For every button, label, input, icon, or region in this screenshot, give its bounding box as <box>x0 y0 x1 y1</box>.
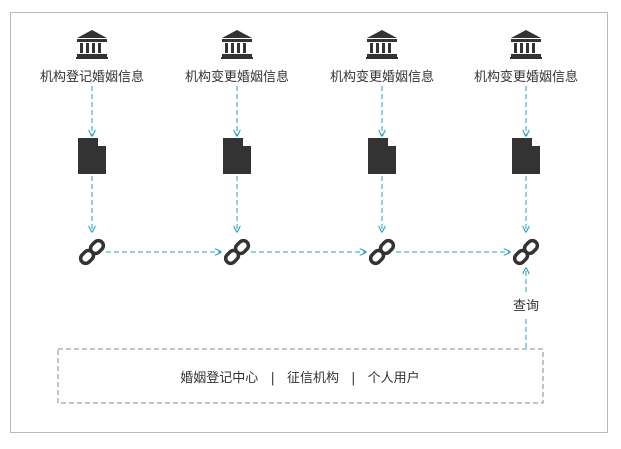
document-icon <box>78 138 106 174</box>
document-icon <box>512 138 540 174</box>
party-individual-user: 个人用户 <box>368 370 420 386</box>
bank-icon <box>221 30 253 59</box>
chain-link-icon <box>223 238 251 266</box>
bank-icon <box>76 30 108 59</box>
diagram-frame <box>10 12 608 433</box>
chain-link-icon <box>512 238 540 266</box>
institution-column-3: 机构变更婚姻信息 <box>330 30 434 266</box>
institution-label: 机构变更婚姻信息 <box>185 69 289 85</box>
institution-column-4: 机构变更婚姻信息 <box>474 30 578 266</box>
document-icon <box>223 138 251 174</box>
document-icon <box>368 138 396 174</box>
chain-link-icon <box>78 238 106 266</box>
institution-column-1: 机构登记婚姻信息 <box>40 30 144 266</box>
chain-link-icon <box>368 238 396 266</box>
institution-label: 机构变更婚姻信息 <box>330 69 434 85</box>
institution-column-2: 机构变更婚姻信息 <box>185 30 289 266</box>
party-credit-agency: 征信机构 <box>287 371 339 386</box>
party-marriage-registry: 婚姻登记中心 <box>180 371 258 386</box>
bank-icon <box>366 30 398 59</box>
query-label: 查询 <box>513 299 539 314</box>
bottom-parties-text: 婚姻登记中心 | 征信机构 | 个人用户 <box>180 370 419 386</box>
bank-icon <box>510 30 542 59</box>
institution-label: 机构变更婚姻信息 <box>474 69 578 85</box>
separator: | <box>351 371 355 386</box>
bottom-parties-box <box>57 348 544 404</box>
institution-label: 机构登记婚姻信息 <box>40 69 144 85</box>
separator: | <box>270 371 274 386</box>
